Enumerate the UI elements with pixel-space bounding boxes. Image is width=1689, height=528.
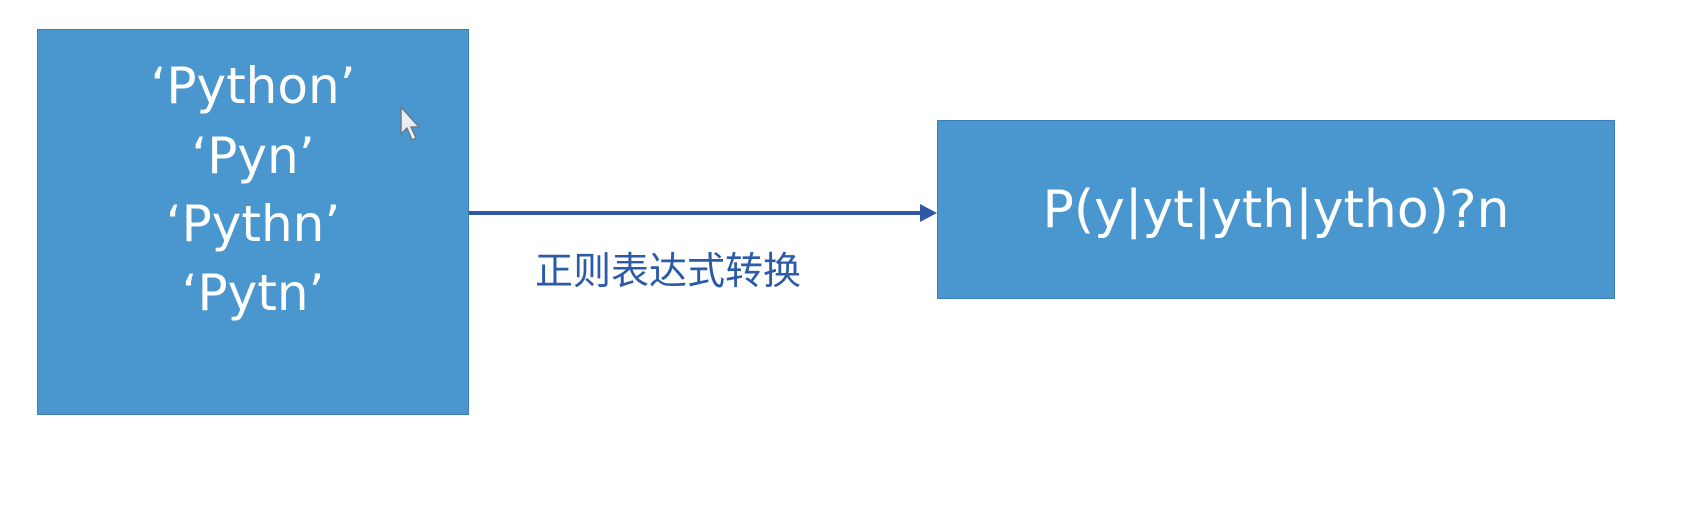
regex-result-box: P(y|yt|yth|ytho)?n — [937, 120, 1615, 299]
regex-text: P(y|yt|yth|ytho)?n — [1042, 179, 1510, 240]
source-strings-box: ‘Python’ ‘Pyn’ ‘Pythn’ ‘Pytn’ — [37, 29, 469, 415]
arrow-label: 正则表达式转换 — [535, 249, 802, 293]
string-item-pythn: ‘Pythn’ — [165, 195, 341, 253]
string-item-pytn: ‘Pytn’ — [181, 264, 325, 322]
string-item-pyn: ‘Pyn’ — [191, 127, 315, 185]
arrow-head — [920, 204, 937, 222]
mouse-pointer-icon — [400, 106, 420, 141]
string-item-python: ‘Python’ — [150, 57, 356, 115]
